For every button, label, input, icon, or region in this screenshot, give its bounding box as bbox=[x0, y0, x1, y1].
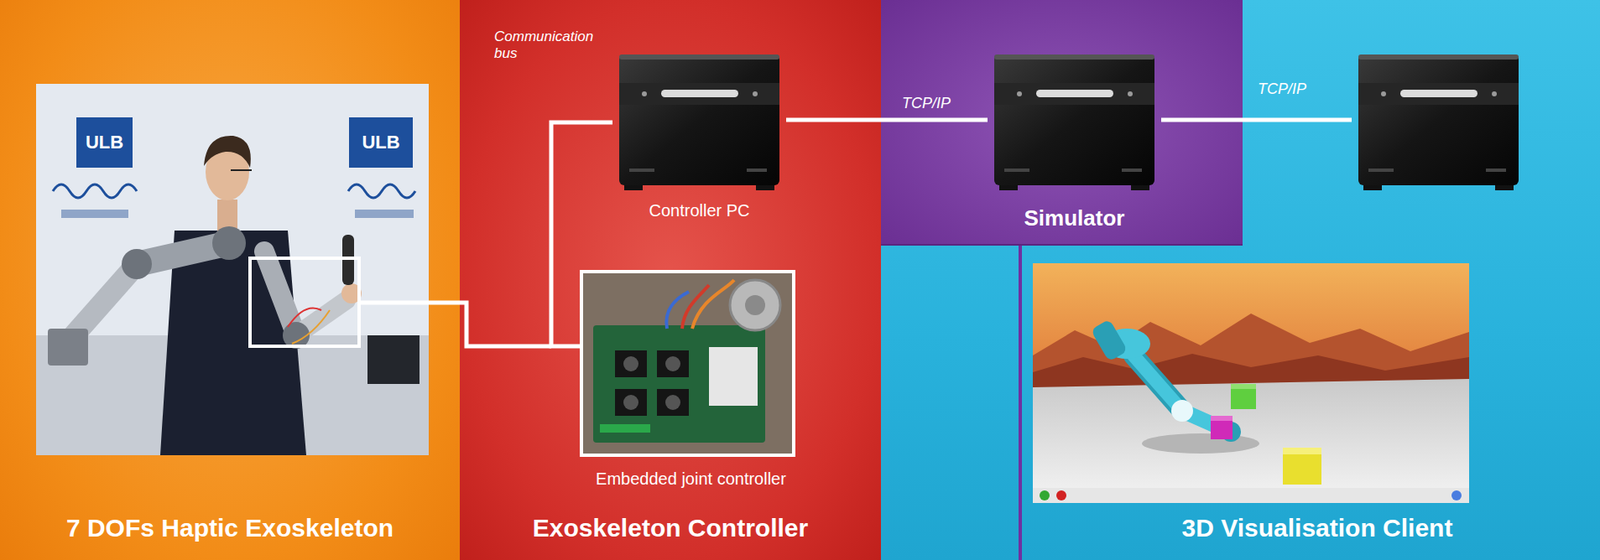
connector-line bbox=[786, 118, 988, 123]
divider-line bbox=[1018, 245, 1022, 560]
node-label: Embedded joint controller bbox=[564, 469, 818, 490]
network-line bbox=[1161, 118, 1352, 123]
joint-wire bbox=[359, 302, 552, 347]
circuit-board-photo bbox=[583, 273, 793, 454]
edge-label: Communication bus bbox=[494, 28, 608, 63]
simulator-pc: Simulator bbox=[987, 51, 1162, 194]
node-label: Controller PC bbox=[587, 200, 812, 221]
exoskeleton-band: 7 DOFs Haptic Exoskeleton bbox=[0, 0, 460, 560]
embedded-controller: Embedded joint controller bbox=[579, 270, 796, 458]
node-label: Exoskeleton Controller bbox=[459, 513, 881, 544]
connector-line bbox=[551, 122, 613, 347]
highlight-frame bbox=[250, 258, 360, 347]
visualisation-band: 3D Visualisation Client Simulator bbox=[880, 0, 1600, 560]
link-label: TCP/IP bbox=[1240, 80, 1324, 100]
pc-tower-icon bbox=[612, 51, 787, 194]
node-label: 3D Visualisation Client bbox=[1149, 513, 1486, 544]
node-label: 7 DOFs Haptic Exoskeleton bbox=[0, 513, 460, 544]
controller-band: Exoskeleton Controller Controller PC Embed… bbox=[459, 0, 881, 560]
client-pc-icon bbox=[1358, 54, 1519, 191]
logo-text: ULB bbox=[76, 131, 133, 154]
pc-tower-icon bbox=[987, 51, 1162, 194]
node-label: Simulator bbox=[970, 205, 1178, 232]
edge-label: TCP/IP bbox=[880, 94, 973, 114]
logo-text: ULB bbox=[349, 131, 413, 154]
controller-pc: Controller PC bbox=[612, 51, 787, 194]
simulation-screenshot bbox=[1032, 263, 1470, 504]
